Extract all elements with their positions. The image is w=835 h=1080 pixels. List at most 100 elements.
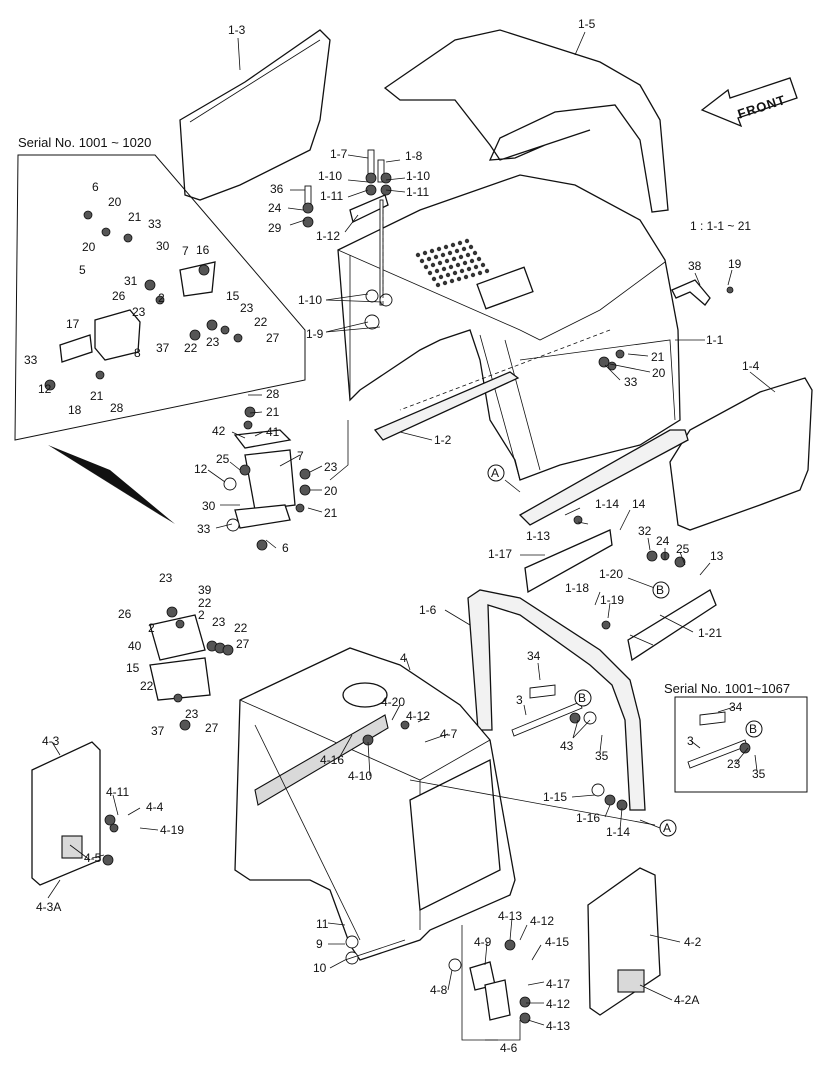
vent-hole [442, 280, 448, 286]
washer-or-nut [569, 712, 581, 724]
part-label-l53: 2 [198, 608, 205, 622]
washer-or-nut [239, 464, 251, 476]
vent-hole [472, 250, 478, 256]
vent-hole [456, 276, 462, 282]
part-label-l7: 36 [270, 182, 284, 196]
vent-hole [423, 264, 429, 270]
side-rail [373, 371, 520, 441]
part-label-l41: 24 [656, 534, 670, 548]
vent-hole [458, 254, 464, 260]
part-label-l89: 10 [313, 961, 327, 975]
part-label-l70: 4-12 [406, 709, 430, 723]
vent-hole [466, 266, 472, 272]
washer-or-nut [95, 370, 105, 380]
vent-hole [437, 260, 443, 266]
part-label-l46: 1-19 [600, 593, 624, 607]
vent-hole [450, 242, 456, 248]
washer-or-nut [144, 279, 156, 291]
part-label-l74: 34 [729, 700, 743, 714]
washer-or-nut [302, 216, 314, 228]
part-label-l125: 18 [68, 403, 82, 417]
part-label-l72: 4-16 [320, 753, 344, 767]
part-label-l110: 31 [124, 274, 138, 288]
part-label-l54: 23 [212, 615, 226, 629]
part-label-l109: 5 [79, 263, 86, 277]
washer-or-nut [222, 644, 234, 656]
part-label-l90: 4-13 [498, 909, 522, 923]
vent-hole [430, 262, 436, 268]
serial-range-label-b: Serial No. 1001~1067 [664, 681, 790, 696]
part-label-l98: 4-6 [500, 1041, 518, 1055]
washer-or-nut [302, 202, 314, 214]
washer-or-nut [604, 794, 616, 806]
part-label-l3: 1-7 [330, 147, 348, 161]
vent-hole [473, 264, 479, 270]
vent-hole [449, 278, 455, 284]
vent-hole [454, 248, 460, 254]
side-door-panel [31, 741, 101, 886]
part-label-l18: 21 [651, 350, 665, 364]
washer-or-nut [519, 1012, 531, 1024]
part-label-l75: 3 [687, 734, 694, 748]
part-label-l63: 1-6 [419, 603, 437, 617]
callout-b-detail: B [745, 720, 763, 738]
washer-or-nut [365, 184, 377, 196]
vent-hole [427, 270, 433, 276]
part-label-l10: 24 [268, 201, 282, 215]
part-label-l118: 17 [66, 317, 80, 331]
part-label-l87: 11 [316, 917, 329, 931]
part-label-l85: 4-5 [84, 851, 102, 865]
part-label-l51: 22 [198, 596, 212, 610]
part-label-l33: 30 [202, 499, 216, 513]
part-label-l97: 4-13 [546, 1019, 570, 1033]
part-label-l106: 20 [82, 240, 96, 254]
canopy-shell [337, 174, 681, 481]
callout-b-frame: B [574, 689, 592, 707]
washer-or-nut [591, 783, 605, 797]
vent-hole [464, 238, 470, 244]
vent-hole [465, 252, 471, 258]
part-label-l108: 16 [196, 243, 210, 257]
part-label-l117: 27 [266, 331, 280, 345]
part-label-l83: 4-4 [146, 800, 164, 814]
washer-or-nut [155, 295, 165, 305]
vent-hole [484, 268, 490, 274]
part-label-l11: 29 [268, 221, 282, 235]
part-label-l14: 19 [728, 257, 742, 271]
washer-or-nut [345, 935, 359, 949]
part-label-l59: 22 [140, 679, 154, 693]
washer-or-nut [739, 742, 751, 754]
vent-hole [443, 244, 449, 250]
vent-grille [415, 238, 490, 288]
part-label-l104: 33 [148, 217, 162, 231]
part-label-l121: 23 [206, 335, 220, 349]
part-label-l84: 4-19 [160, 823, 184, 837]
part-label-l27: 12 [194, 462, 208, 476]
part-label-l24: 42 [212, 424, 226, 438]
part-label-l81: 4-3 [42, 734, 60, 748]
washer-or-nut [448, 958, 462, 972]
washer-or-nut [102, 854, 114, 866]
part-label-l26: 1-2 [434, 433, 452, 447]
part-label-l95: 4-17 [546, 977, 570, 991]
vent-hole [470, 272, 476, 278]
washer-or-nut [519, 996, 531, 1008]
part-label-l100: 4-2A [674, 993, 699, 1007]
vent-hole [445, 272, 451, 278]
part-label-l112: 2 [158, 291, 165, 305]
vent-hole [463, 274, 469, 280]
part-label-l96: 4-12 [546, 997, 570, 1011]
washer-or-nut [220, 325, 230, 335]
part-label-l23: 21 [266, 405, 280, 419]
vent-hole [435, 282, 441, 288]
part-label-l50: 26 [118, 607, 132, 621]
part-label-l35: 6 [282, 541, 289, 555]
part-label-l101: 6 [92, 180, 99, 194]
side-cover-panel-left [179, 29, 331, 201]
part-label-l52: 2 [148, 621, 155, 635]
part-label-l64: 4 [400, 651, 407, 665]
vent-hole [469, 258, 475, 264]
washer-or-nut [299, 468, 311, 480]
bracket-1-21 [627, 589, 717, 662]
